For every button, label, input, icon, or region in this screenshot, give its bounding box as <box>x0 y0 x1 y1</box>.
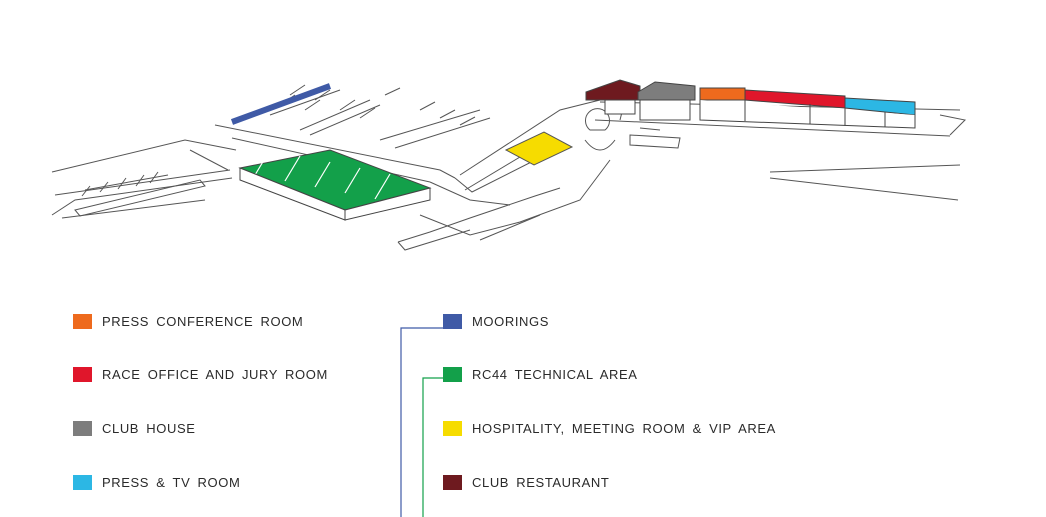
rc44-connector <box>422 377 443 517</box>
legend-label: HOSPITALITY, MEETING ROOM & VIP AREA <box>472 420 776 436</box>
legend-label: PRESS CONFERENCE ROOM <box>102 313 304 329</box>
swatch-moorings <box>443 313 462 329</box>
swatch-press-tv-room <box>73 474 92 490</box>
moorings-highlight <box>230 83 332 125</box>
legend-item-rc44-technical-area: RC44 TECHNICAL AREA <box>443 365 638 383</box>
marina-map <box>51 79 967 251</box>
legend-item-hospitality: HOSPITALITY, MEETING ROOM & VIP AREA <box>443 419 776 437</box>
legend-label: CLUB RESTAURANT <box>472 474 610 490</box>
swatch-club-house <box>73 420 92 436</box>
rc44-technical-area-zone <box>238 149 432 221</box>
legend-item-moorings: MOORINGS <box>443 312 549 330</box>
swatch-club-restaurant <box>443 474 462 490</box>
swatch-hospitality <box>443 420 462 436</box>
swatch-press-conference-room <box>73 313 92 329</box>
swatch-rc44-technical-area <box>443 366 462 382</box>
press-conference-room-zone <box>699 87 746 101</box>
legend-label: RC44 TECHNICAL AREA <box>472 366 638 382</box>
buildings <box>585 79 916 129</box>
mooring-pontoons <box>269 84 491 149</box>
legend-label: CLUB HOUSE <box>102 420 196 436</box>
moorings-connector <box>400 327 443 517</box>
club-house-zone <box>637 81 696 101</box>
hospitality-zone <box>504 131 574 166</box>
swatch-race-office <box>73 366 92 382</box>
legend-label: RACE OFFICE AND JURY ROOM <box>102 366 328 382</box>
legend-item-press-tv-room: PRESS & TV ROOM <box>73 473 240 491</box>
legend-item-race-office: RACE OFFICE AND JURY ROOM <box>73 365 328 383</box>
legend-label: MOORINGS <box>472 313 550 329</box>
legend-item-press-conference-room: PRESS CONFERENCE ROOM <box>73 312 303 330</box>
legend-label: PRESS & TV ROOM <box>102 474 241 490</box>
club-restaurant-zone <box>585 79 641 101</box>
legend-item-club-house: CLUB HOUSE <box>73 419 196 437</box>
legend-item-club-restaurant: CLUB RESTAURANT <box>443 473 609 491</box>
